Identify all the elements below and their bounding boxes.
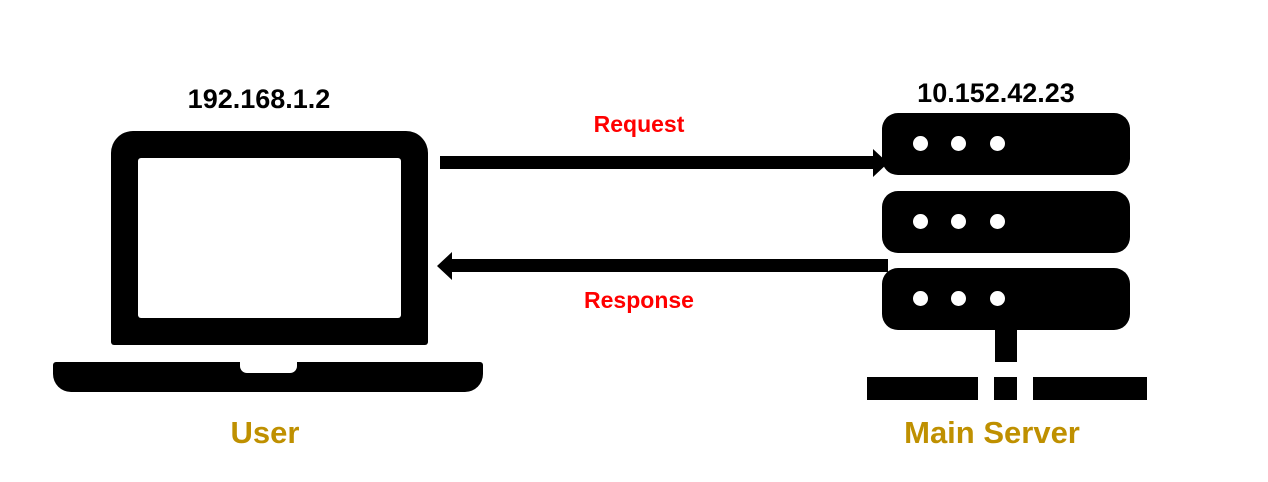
server-unit bbox=[882, 113, 1130, 175]
response-label: Response bbox=[584, 287, 694, 313]
server-led-icon bbox=[951, 214, 966, 229]
laptop-display bbox=[138, 158, 401, 318]
client-name-label: User bbox=[230, 415, 300, 450]
laptop-base-notch bbox=[240, 362, 297, 373]
server-unit bbox=[882, 268, 1130, 330]
server-base bbox=[1033, 377, 1147, 400]
server-stand bbox=[995, 330, 1017, 362]
request-label: Request bbox=[593, 111, 685, 137]
server-base bbox=[994, 377, 1017, 400]
server-name-label: Main Server bbox=[904, 415, 1080, 450]
client-ip-label: 192.168.1.2 bbox=[187, 84, 331, 114]
server-base bbox=[867, 377, 978, 400]
server-unit bbox=[882, 191, 1130, 253]
server-led-icon bbox=[913, 214, 928, 229]
arrow-left-icon bbox=[437, 252, 452, 280]
server-ip-label: 10.152.42.23 bbox=[917, 78, 1075, 108]
server-led-icon bbox=[990, 291, 1005, 306]
server-led-icon bbox=[951, 136, 966, 151]
server-led-icon bbox=[951, 291, 966, 306]
response-arrow-shaft bbox=[452, 259, 888, 272]
server-led-icon bbox=[913, 136, 928, 151]
arrow-right-icon bbox=[873, 149, 888, 177]
server-led-icon bbox=[990, 214, 1005, 229]
server-led-icon bbox=[990, 136, 1005, 151]
server-led-icon bbox=[913, 291, 928, 306]
request-arrow-shaft bbox=[440, 156, 873, 169]
